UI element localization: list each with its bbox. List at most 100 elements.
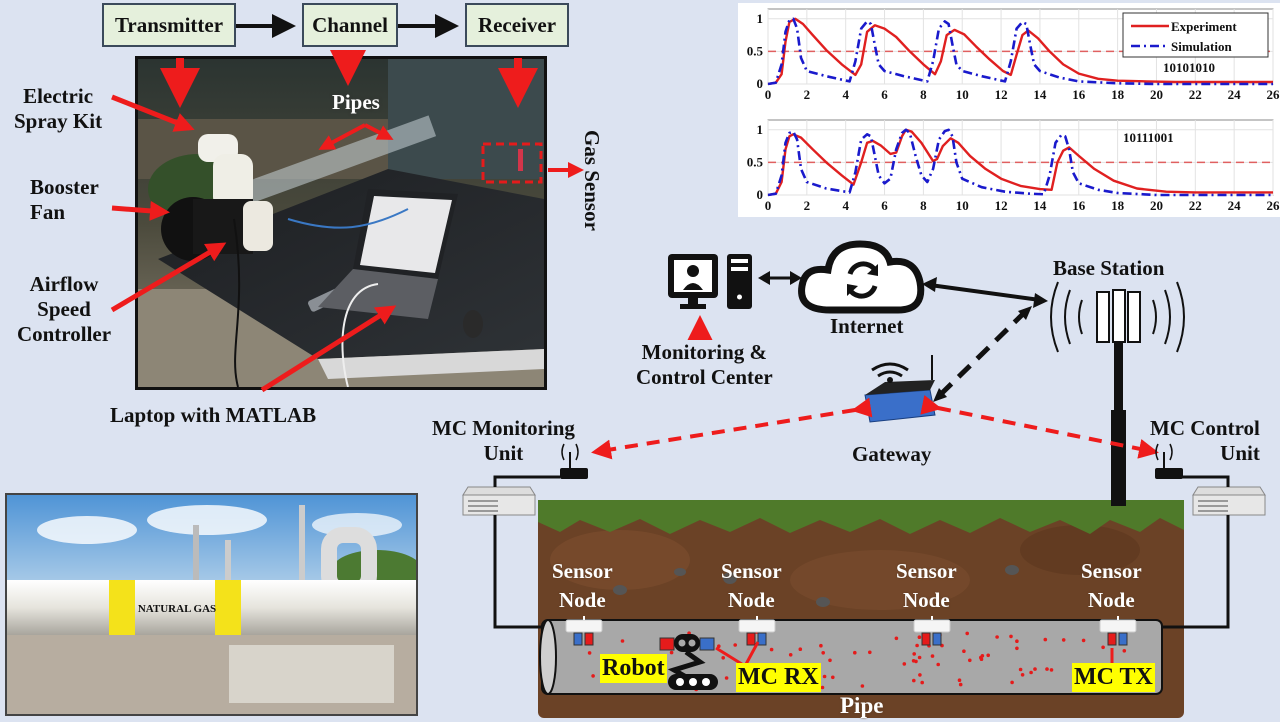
label-monitoring-control-center: Monitoring & Control Center xyxy=(636,340,773,390)
laptop-arrow xyxy=(262,308,392,390)
x-tick-label: 6 xyxy=(881,198,888,213)
molecule-particle xyxy=(959,683,963,687)
molecule-particle xyxy=(770,648,774,652)
label-gas-sensor: Gas Sensor xyxy=(579,130,604,231)
molecule-particle xyxy=(895,637,899,641)
x-tick-label: 26 xyxy=(1267,198,1280,213)
molecule-particle xyxy=(1033,667,1037,671)
label-line: Controller xyxy=(14,322,114,347)
computer-cloud-arrow xyxy=(758,271,802,285)
x-tick-label: 2 xyxy=(804,87,811,102)
molecule-particle xyxy=(1062,638,1066,642)
label-mc-control-unit: MC Control Unit xyxy=(1150,416,1260,466)
molecule-particle xyxy=(1050,668,1054,672)
label-line: MC Control xyxy=(1150,416,1260,441)
x-tick-label: 24 xyxy=(1228,87,1242,102)
label-line: Node xyxy=(896,586,957,615)
gateway-monitoring-unit-link xyxy=(595,410,855,452)
molecule-particle xyxy=(1015,639,1019,643)
label-electric-spray-kit: Electric Spray Kit xyxy=(14,84,102,134)
rx-module xyxy=(1119,633,1127,645)
molecule-particle xyxy=(936,663,940,667)
molecule-particle xyxy=(853,651,857,655)
molecule-particle xyxy=(799,647,803,651)
pipes-arrow-left xyxy=(322,125,365,148)
cloud-base-station-arrow xyxy=(922,277,1048,308)
label-line: Node xyxy=(721,586,782,615)
molecule-particle xyxy=(591,674,595,678)
label-line: Spray Kit xyxy=(14,109,102,134)
x-tick-label: 26 xyxy=(1267,87,1280,102)
molecule-particle xyxy=(861,684,865,688)
molecule-particle xyxy=(821,686,825,690)
molecule-particle xyxy=(918,673,922,677)
molecule-particle xyxy=(621,639,625,643)
x-tick-label: 8 xyxy=(920,198,927,213)
label-line: Control Center xyxy=(636,365,773,390)
label-laptop-with-matlab: Laptop with MATLAB xyxy=(110,403,316,428)
molecule-particle xyxy=(721,656,725,660)
molecule-particle xyxy=(980,657,984,661)
x-tick-label: 4 xyxy=(842,87,849,102)
label-line: Monitoring & xyxy=(636,340,773,365)
label-line: MC Monitoring xyxy=(432,416,575,441)
x-tick-label: 16 xyxy=(1072,87,1086,102)
molecule-particle xyxy=(828,659,832,663)
molecule-particle xyxy=(931,654,935,658)
molecule-particle xyxy=(588,651,592,655)
monitoring-computer-icon xyxy=(668,254,752,309)
molecule-particle xyxy=(903,662,907,666)
x-tick-label: 14 xyxy=(1033,87,1047,102)
label-line: Fan xyxy=(30,200,99,225)
sensor-node-board xyxy=(914,620,950,632)
legend-label: Simulation xyxy=(1171,39,1232,54)
molecule-particle xyxy=(958,678,962,682)
label-line: Node xyxy=(552,586,613,615)
molecule-particle xyxy=(868,651,872,655)
x-tick-label: 16 xyxy=(1072,198,1086,213)
x-tick-label: 12 xyxy=(995,87,1008,102)
label-line: Booster xyxy=(30,175,99,200)
molecule-particle xyxy=(912,659,916,663)
molecule-particle xyxy=(920,681,924,685)
x-tick-label: 14 xyxy=(1033,198,1047,213)
label-line: Sensor xyxy=(896,557,957,586)
rx-module xyxy=(574,633,582,645)
chart-annotation: 10111001 xyxy=(1123,130,1174,145)
molecule-particle xyxy=(968,659,972,663)
label-airflow-speed-controller: Airflow Speed Controller xyxy=(14,272,114,348)
molecule-particle xyxy=(1015,647,1019,651)
molecule-particle xyxy=(823,675,827,679)
x-tick-label: 18 xyxy=(1111,198,1125,213)
molecule-particle xyxy=(918,635,922,639)
tx-module xyxy=(585,633,593,645)
pipe-label: Pipe xyxy=(840,690,883,722)
x-tick-label: 24 xyxy=(1228,198,1242,213)
molecule-particle xyxy=(965,632,969,636)
label-line: Airflow xyxy=(14,272,114,297)
y-tick-label: 0 xyxy=(757,76,764,91)
label-mc-monitoring-unit: MC Monitoring Unit xyxy=(432,416,575,466)
x-tick-label: 20 xyxy=(1150,198,1163,213)
label-line: Sensor xyxy=(1081,557,1142,586)
molecule-particle xyxy=(1021,673,1025,677)
molecule-particle xyxy=(915,644,919,648)
monitoring-unit-cable xyxy=(495,477,560,487)
x-tick-label: 8 xyxy=(920,87,927,102)
molecule-particle xyxy=(1123,649,1127,653)
x-tick-label: 0 xyxy=(765,198,772,213)
x-tick-label: 6 xyxy=(881,87,888,102)
y-tick-label: 0.5 xyxy=(747,43,764,58)
molecule-particle xyxy=(1044,638,1048,642)
tx-module xyxy=(922,633,930,645)
x-tick-label: 10 xyxy=(956,87,969,102)
x-tick-label: 4 xyxy=(842,198,849,213)
x-tick-label: 12 xyxy=(995,198,1008,213)
